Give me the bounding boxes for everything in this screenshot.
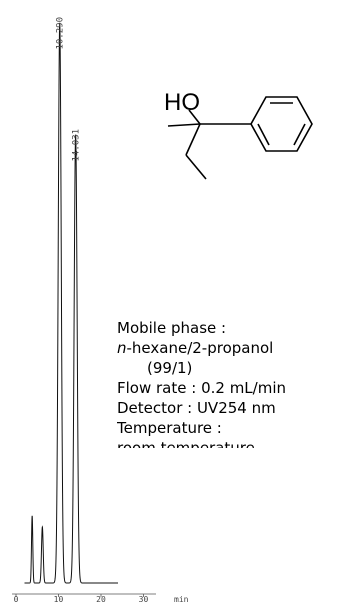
peak-label: 10.290 bbox=[56, 17, 66, 50]
mobile-phase-ratio: (99/1) bbox=[147, 359, 193, 377]
temperature-value: room temperature bbox=[117, 439, 255, 448]
mobile-phase-italic: n bbox=[117, 339, 127, 357]
mobile-phase-label: Mobile phase : bbox=[117, 319, 227, 337]
mobile-phase-value: n-hexane/2-propanol bbox=[117, 338, 345, 358]
x-tick-label: 30 bbox=[139, 595, 149, 604]
flow-rate: Flow rate : 0.2 mL/min bbox=[117, 379, 286, 397]
phenyl-double-bond-3 bbox=[257, 123, 270, 146]
bond-ethyl-ch3 bbox=[185, 154, 207, 180]
chromatogram-trace bbox=[24, 22, 118, 584]
x-axis-unit: min bbox=[174, 595, 189, 604]
peak-label: 14.031 bbox=[72, 129, 82, 162]
bond-c-ethyl bbox=[185, 123, 201, 156]
x-tick-label: 20 bbox=[96, 595, 106, 604]
hydroxyl-label: HO bbox=[164, 89, 200, 116]
bond-c-methyl bbox=[167, 123, 201, 127]
detector: Detector : UV254 nm bbox=[117, 399, 276, 417]
phenyl-double-bond-2 bbox=[293, 123, 306, 146]
phenyl-ring bbox=[250, 96, 313, 152]
hplc-conditions: Mobile phase : n-hexane/2-propanol (99/1… bbox=[117, 318, 345, 448]
x-tick-label: 10 bbox=[54, 595, 64, 604]
temperature-label: Temperature : bbox=[117, 419, 222, 437]
bond-c-oh bbox=[188, 109, 201, 125]
x-tick-label: 0 bbox=[14, 595, 19, 604]
mobile-phase-solvent: -hexane/2-propanol bbox=[126, 339, 274, 357]
